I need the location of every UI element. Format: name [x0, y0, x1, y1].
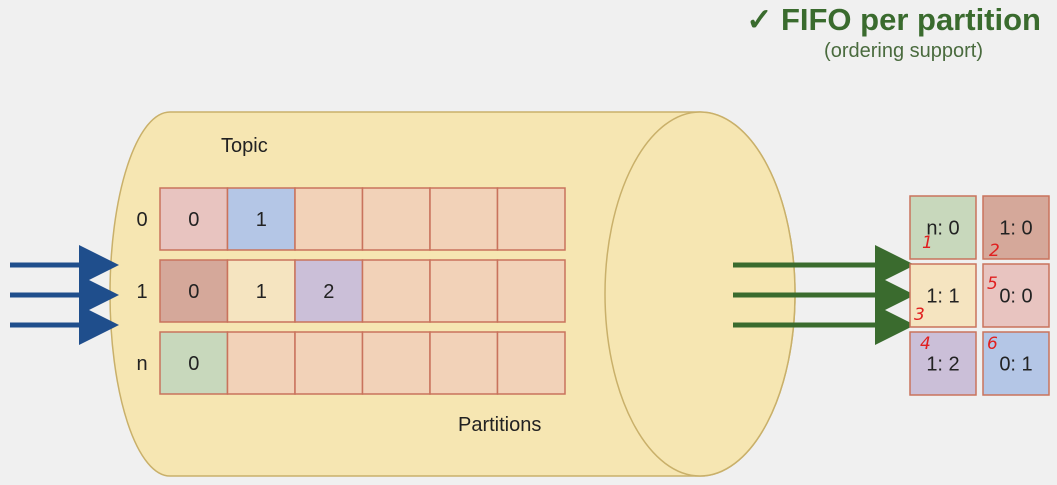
consumed-message-label: 0: 1: [999, 354, 1032, 376]
partition-label: 1: [136, 281, 147, 303]
empty-message-slot: [226, 331, 296, 395]
message-offset: 0: [188, 281, 199, 303]
order-annotation: 6: [987, 334, 998, 354]
consumed-message-box: [909, 195, 977, 260]
consumer-output-grid: n: 011: 021: 130: 051: 240: 16: [909, 195, 1050, 396]
consumed-message-box: [982, 195, 1050, 260]
message-offset: 2: [323, 281, 334, 303]
partition-label: n: [136, 353, 147, 375]
heading-title: ✓ FIFO per partition: [681, 2, 1041, 38]
consumed-message: 1: 13: [909, 263, 977, 328]
consumed-message: 0: 05: [982, 263, 1050, 328]
consumed-message-box: [909, 263, 977, 328]
diagram-heading: ✓ FIFO per partition (ordering support): [681, 2, 1041, 64]
message-offset: 1: [256, 281, 267, 303]
empty-message-slot: [361, 259, 431, 323]
message-cell: [159, 187, 229, 251]
message-offset: 0: [188, 353, 199, 375]
partition-label: 0: [136, 209, 147, 231]
order-annotation: 2: [989, 241, 1000, 261]
empty-message-slot: [496, 187, 566, 251]
empty-message-slot: [361, 187, 431, 251]
consumed-message: 1: 02: [982, 195, 1050, 261]
order-annotation: 1: [922, 233, 933, 253]
empty-message-slot: [294, 331, 364, 395]
order-annotation: 4: [920, 334, 931, 354]
order-annotation: 5: [987, 274, 998, 294]
consumed-message: 1: 24: [909, 331, 977, 396]
empty-message-slot: [361, 331, 431, 395]
heading-subtitle: (ordering support): [824, 40, 983, 62]
consumed-message-label: 0: 0: [999, 286, 1032, 308]
empty-message-slot: [496, 259, 566, 323]
consumed-message-label: 1: 0: [999, 218, 1032, 240]
message-cell: [226, 259, 296, 323]
consumed-message-box: [982, 263, 1050, 328]
empty-message-slot: [429, 259, 499, 323]
heading-title-text: FIFO per partition: [780, 2, 1041, 37]
message-offset: 1: [256, 209, 267, 231]
consumed-message-label: 1: 2: [926, 354, 959, 376]
topic-label: Topic: [221, 135, 268, 157]
consumed-message-box: [982, 331, 1050, 396]
consumed-message: n: 01: [909, 195, 977, 260]
message-cell: [226, 187, 296, 251]
check-mark-icon: ✓: [746, 2, 773, 37]
consumed-message: 0: 16: [982, 331, 1050, 396]
empty-message-slot: [429, 331, 499, 395]
partition-row: 0 0 1: [136, 187, 566, 251]
outgoing-arrows: [733, 245, 915, 345]
partitions-label: Partitions: [458, 414, 541, 436]
empty-message-slot: [294, 187, 364, 251]
partition-row: 1 0 1 2: [136, 259, 566, 323]
consumed-message-label: n: 0: [926, 218, 959, 240]
message-cell: [159, 331, 229, 395]
message-cell: [159, 259, 229, 323]
order-annotation: 3: [914, 305, 925, 325]
empty-message-slot: [496, 331, 566, 395]
incoming-arrows: [10, 245, 119, 345]
consumed-message-box: [909, 331, 977, 396]
message-cell: [294, 259, 364, 323]
consumed-message-label: 1: 1: [926, 286, 959, 308]
message-offset: 0: [188, 209, 199, 231]
empty-message-slot: [429, 187, 499, 251]
